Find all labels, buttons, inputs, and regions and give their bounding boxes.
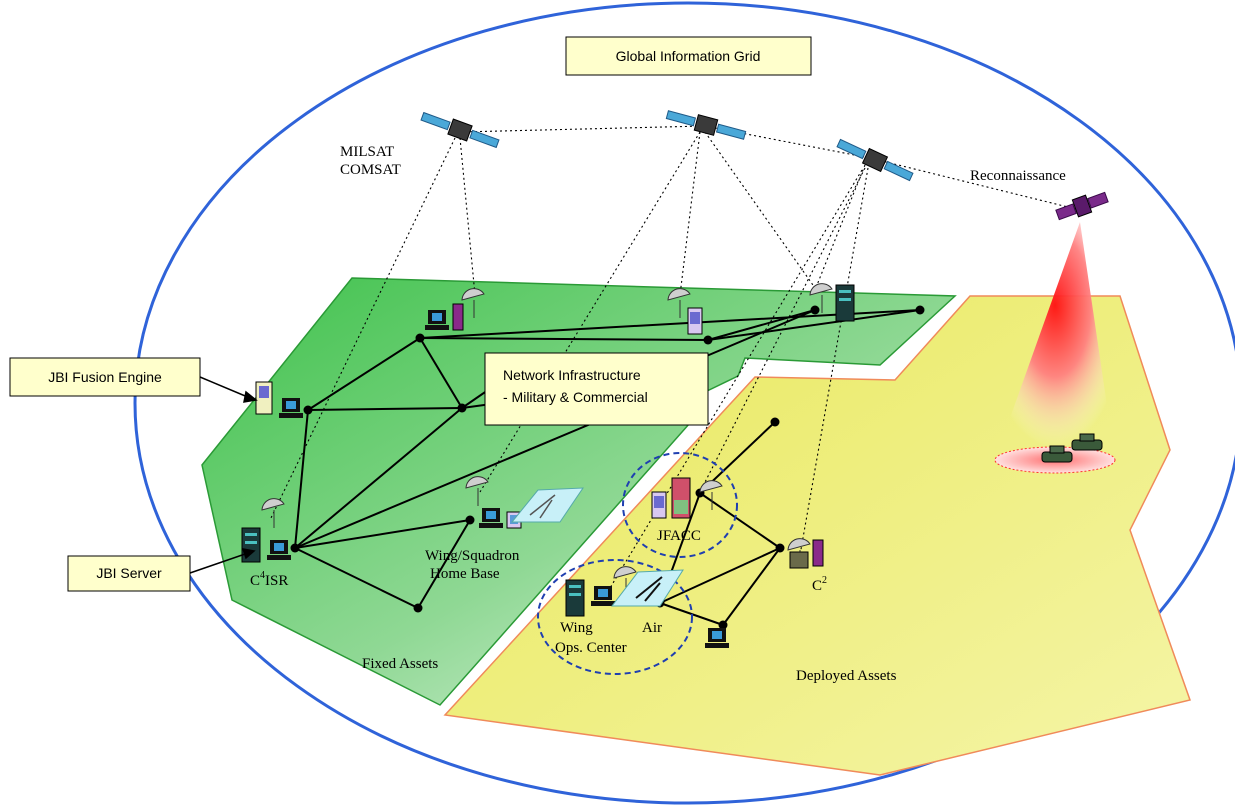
callout-arrows <box>189 376 258 574</box>
fixed-assets-label: Fixed Assets <box>362 656 438 672</box>
c4isr-label: C4ISR <box>250 570 288 589</box>
network-infrastructure-line1: Network Infrastructure <box>503 367 641 383</box>
runway-icons <box>510 487 684 607</box>
relay-satellite-icon <box>836 138 914 182</box>
milsat-satellite-icon <box>420 111 500 149</box>
server-label: JBI Server <box>96 565 162 581</box>
fusion-engine-callout <box>9 357 201 397</box>
wing-squadron-label-line1: Wing/Squadron <box>425 548 520 564</box>
vehicle-icons <box>1041 433 1103 463</box>
comsat-satellite-icon <box>665 110 747 140</box>
reconnaissance-label: Reconnaissance <box>970 168 1066 184</box>
wing-squadron-label-line2: Home Base <box>430 566 500 582</box>
wing-ops-group-circle <box>537 559 693 675</box>
air-label: Air <box>642 620 662 636</box>
deployed-assets-label: Deployed Assets <box>796 668 897 684</box>
wing-ops-label-line1: Wing <box>560 620 593 636</box>
deployed-assets-region <box>443 295 1191 776</box>
grid-boundary-ellipse <box>133 1 1235 805</box>
network-links <box>294 309 921 626</box>
comsat-label: COMSAT <box>340 162 401 178</box>
server-callout <box>67 555 191 592</box>
network-infrastructure-line2: - Military & Commercial <box>503 389 648 405</box>
wing-ops-label-line2: Ops. Center <box>555 640 627 656</box>
dish-antenna-icons <box>261 283 833 596</box>
title-text: Global Information Grid <box>616 48 761 64</box>
jfacc-label: JFACC <box>657 528 701 544</box>
fusion-engine-label: JBI Fusion Engine <box>48 369 162 385</box>
recon-beam <box>995 222 1115 460</box>
c2-label: C2 <box>812 575 827 594</box>
milsat-label: MILSAT <box>340 144 394 160</box>
network-infrastructure-callout <box>484 352 709 426</box>
title-box <box>565 36 812 76</box>
reconnaissance-satellite-icon <box>1055 191 1109 221</box>
jfacc-group-circle <box>622 452 738 558</box>
